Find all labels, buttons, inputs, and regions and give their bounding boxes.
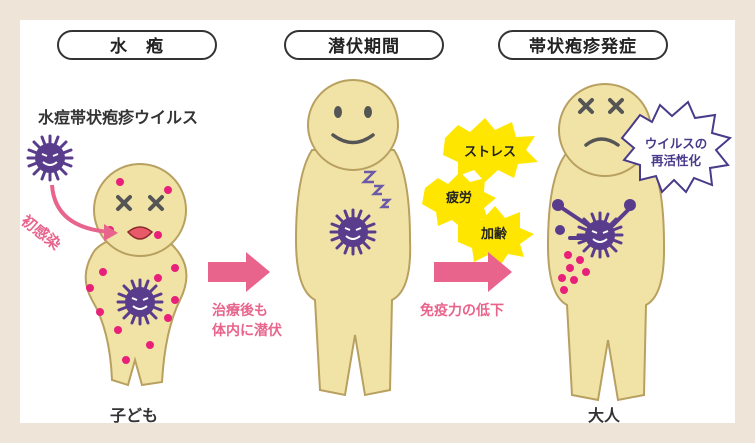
transition-arrow-1 — [208, 252, 270, 292]
bubble-line-2: 再活性化 — [651, 153, 702, 168]
adult-label: 大人 — [588, 406, 621, 425]
trigger-fatigue: 疲労 — [422, 172, 496, 230]
child-body-virus — [116, 278, 164, 326]
arrow1-caption-line1: 治療後も — [212, 303, 268, 319]
trigger-aging: 加齢 — [458, 206, 534, 266]
child-label: 子ども — [110, 406, 159, 425]
latent-figure — [294, 79, 412, 397]
child-head — [93, 163, 187, 257]
adult-shingles-dots — [558, 251, 590, 294]
sleep-zzz — [360, 170, 393, 209]
reactivation-bubble — [620, 100, 733, 194]
floating-virus — [26, 134, 74, 182]
adult-figure — [546, 83, 666, 402]
reactivated-virus — [576, 211, 624, 259]
stage-label-shingles: 帯状疱疹発症 — [498, 30, 668, 60]
latent-head — [307, 79, 399, 171]
latent-virus — [329, 208, 377, 256]
infection-arrow — [50, 184, 111, 234]
svg-text:ストレス: ストレス — [464, 145, 516, 160]
stage-label-chickenpox: 水 疱 — [57, 30, 217, 60]
stage-label-latency: 潜伏期間 — [284, 30, 444, 60]
virus-name-label: 水痘帯状疱疹ウイルス — [38, 108, 199, 127]
trigger-stress: ストレス — [443, 118, 538, 182]
child-figure — [84, 163, 188, 387]
svg-text:加齢: 加齢 — [480, 226, 508, 242]
bubble-line-1: ウイルスの — [645, 136, 708, 151]
arrow1-caption-line2: 体内に潜伏 — [212, 323, 282, 339]
transition-arrow-2 — [434, 252, 512, 292]
arrow2-caption: 免疫力の低下 — [420, 303, 504, 319]
svg-text:疲労: 疲労 — [446, 190, 472, 206]
